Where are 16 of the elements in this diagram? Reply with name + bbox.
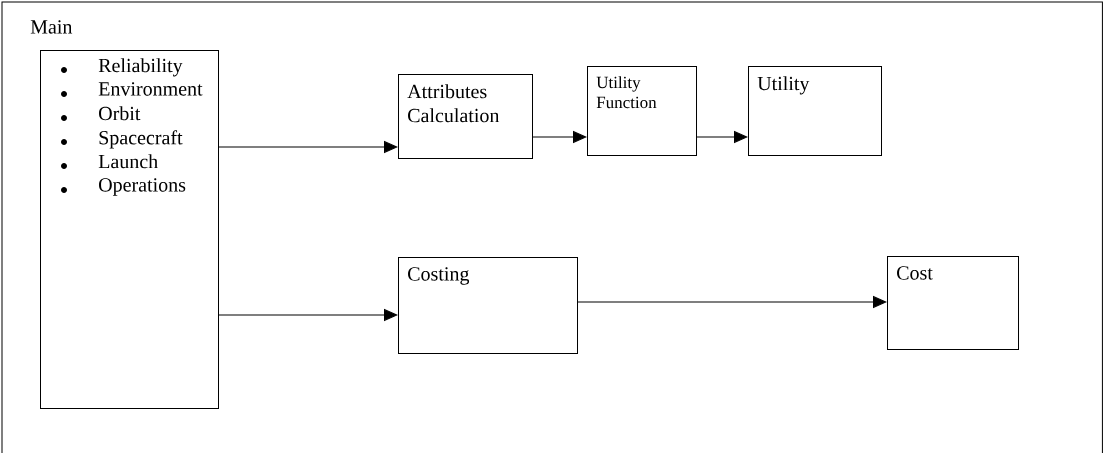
process-box: Utility Function xyxy=(587,66,697,156)
arrow xyxy=(577,296,887,308)
list-item: Operations xyxy=(99,178,186,196)
arrow xyxy=(696,131,748,143)
arrow xyxy=(218,309,398,321)
list-item: Launch xyxy=(98,154,158,169)
process-box: Attributes Calculation xyxy=(398,74,533,159)
arrow xyxy=(218,141,398,153)
process-box: Costing xyxy=(398,257,578,354)
list-item: Environment xyxy=(98,82,203,96)
list-item: Orbit xyxy=(99,106,141,121)
list-item: Spacecraft xyxy=(99,130,183,149)
process-box: Utility xyxy=(748,66,882,156)
arrow xyxy=(532,131,587,143)
list-item: Reliability xyxy=(98,58,183,77)
process-box: Cost xyxy=(887,256,1019,350)
